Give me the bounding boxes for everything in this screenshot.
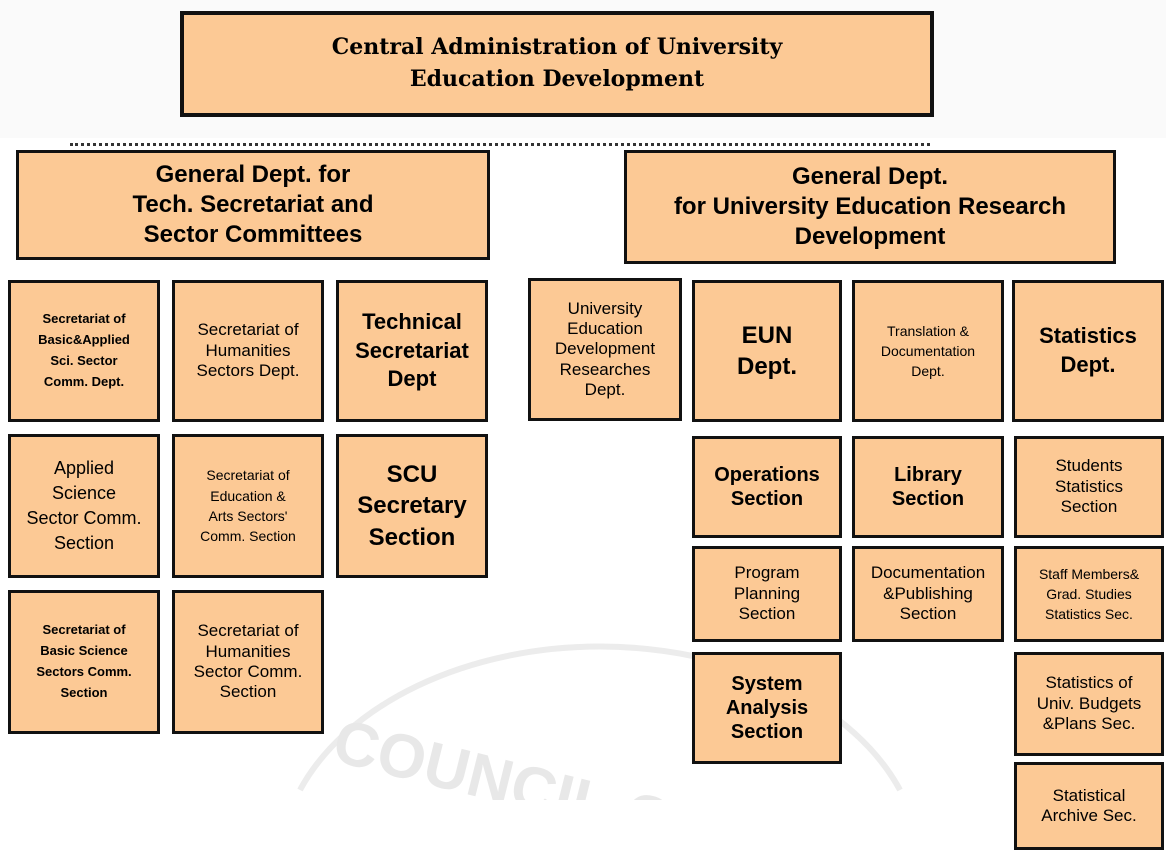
left-col2-box-3: Secretariat of Humanities Sector Comm. S… [172, 590, 324, 734]
documentation-publishing-section-box: Documentation &Publishing Section [852, 546, 1004, 642]
operations-section-box: Operations Section [692, 436, 842, 538]
left-col1-box-1: Secretariat of Basic&Applied Sci. Sector… [8, 280, 160, 422]
research-dept-box: University Education Development Researc… [528, 278, 682, 421]
eun-dept-box: EUN Dept. [692, 280, 842, 422]
budgets-plans-statistics-section-box: Statistics of Univ. Budgets &Plans Sec. [1014, 652, 1164, 756]
left-col1-box-3: Secretariat of Basic Science Sectors Com… [8, 590, 160, 734]
left-dept-header: General Dept. for Tech. Secretariat and … [16, 150, 490, 260]
left-col3-box-1: Technical Secretariat Dept [336, 280, 488, 422]
watermark-text: COUNCIL OF [327, 707, 717, 800]
right-dept-header: General Dept. for University Education R… [624, 150, 1116, 264]
left-col1-box-2: Applied Science Sector Comm. Section [8, 434, 160, 578]
left-col2-box-2: Secretariat of Education & Arts Sectors'… [172, 434, 324, 578]
program-planning-section-box: Program Planning Section [692, 546, 842, 642]
left-col3-box-2: SCU Secretary Section [336, 434, 488, 578]
library-section-box: Library Section [852, 436, 1004, 538]
staff-grad-statistics-section-box: Staff Members& Grad. Studies Statistics … [1014, 546, 1164, 642]
left-col2-box-1: Secretariat of Humanities Sectors Dept. [172, 280, 324, 422]
translation-dept-box: Translation & Documentation Dept. [852, 280, 1004, 422]
statistics-dept-box: Statistics Dept. [1012, 280, 1164, 422]
connector-line [70, 143, 930, 146]
students-statistics-section-box: Students Statistics Section [1014, 436, 1164, 538]
system-analysis-section-box: System Analysis Section [692, 652, 842, 764]
statistical-archive-section-box: Statistical Archive Sec. [1014, 762, 1164, 850]
chart-title: Central Administration of University Edu… [180, 11, 934, 117]
